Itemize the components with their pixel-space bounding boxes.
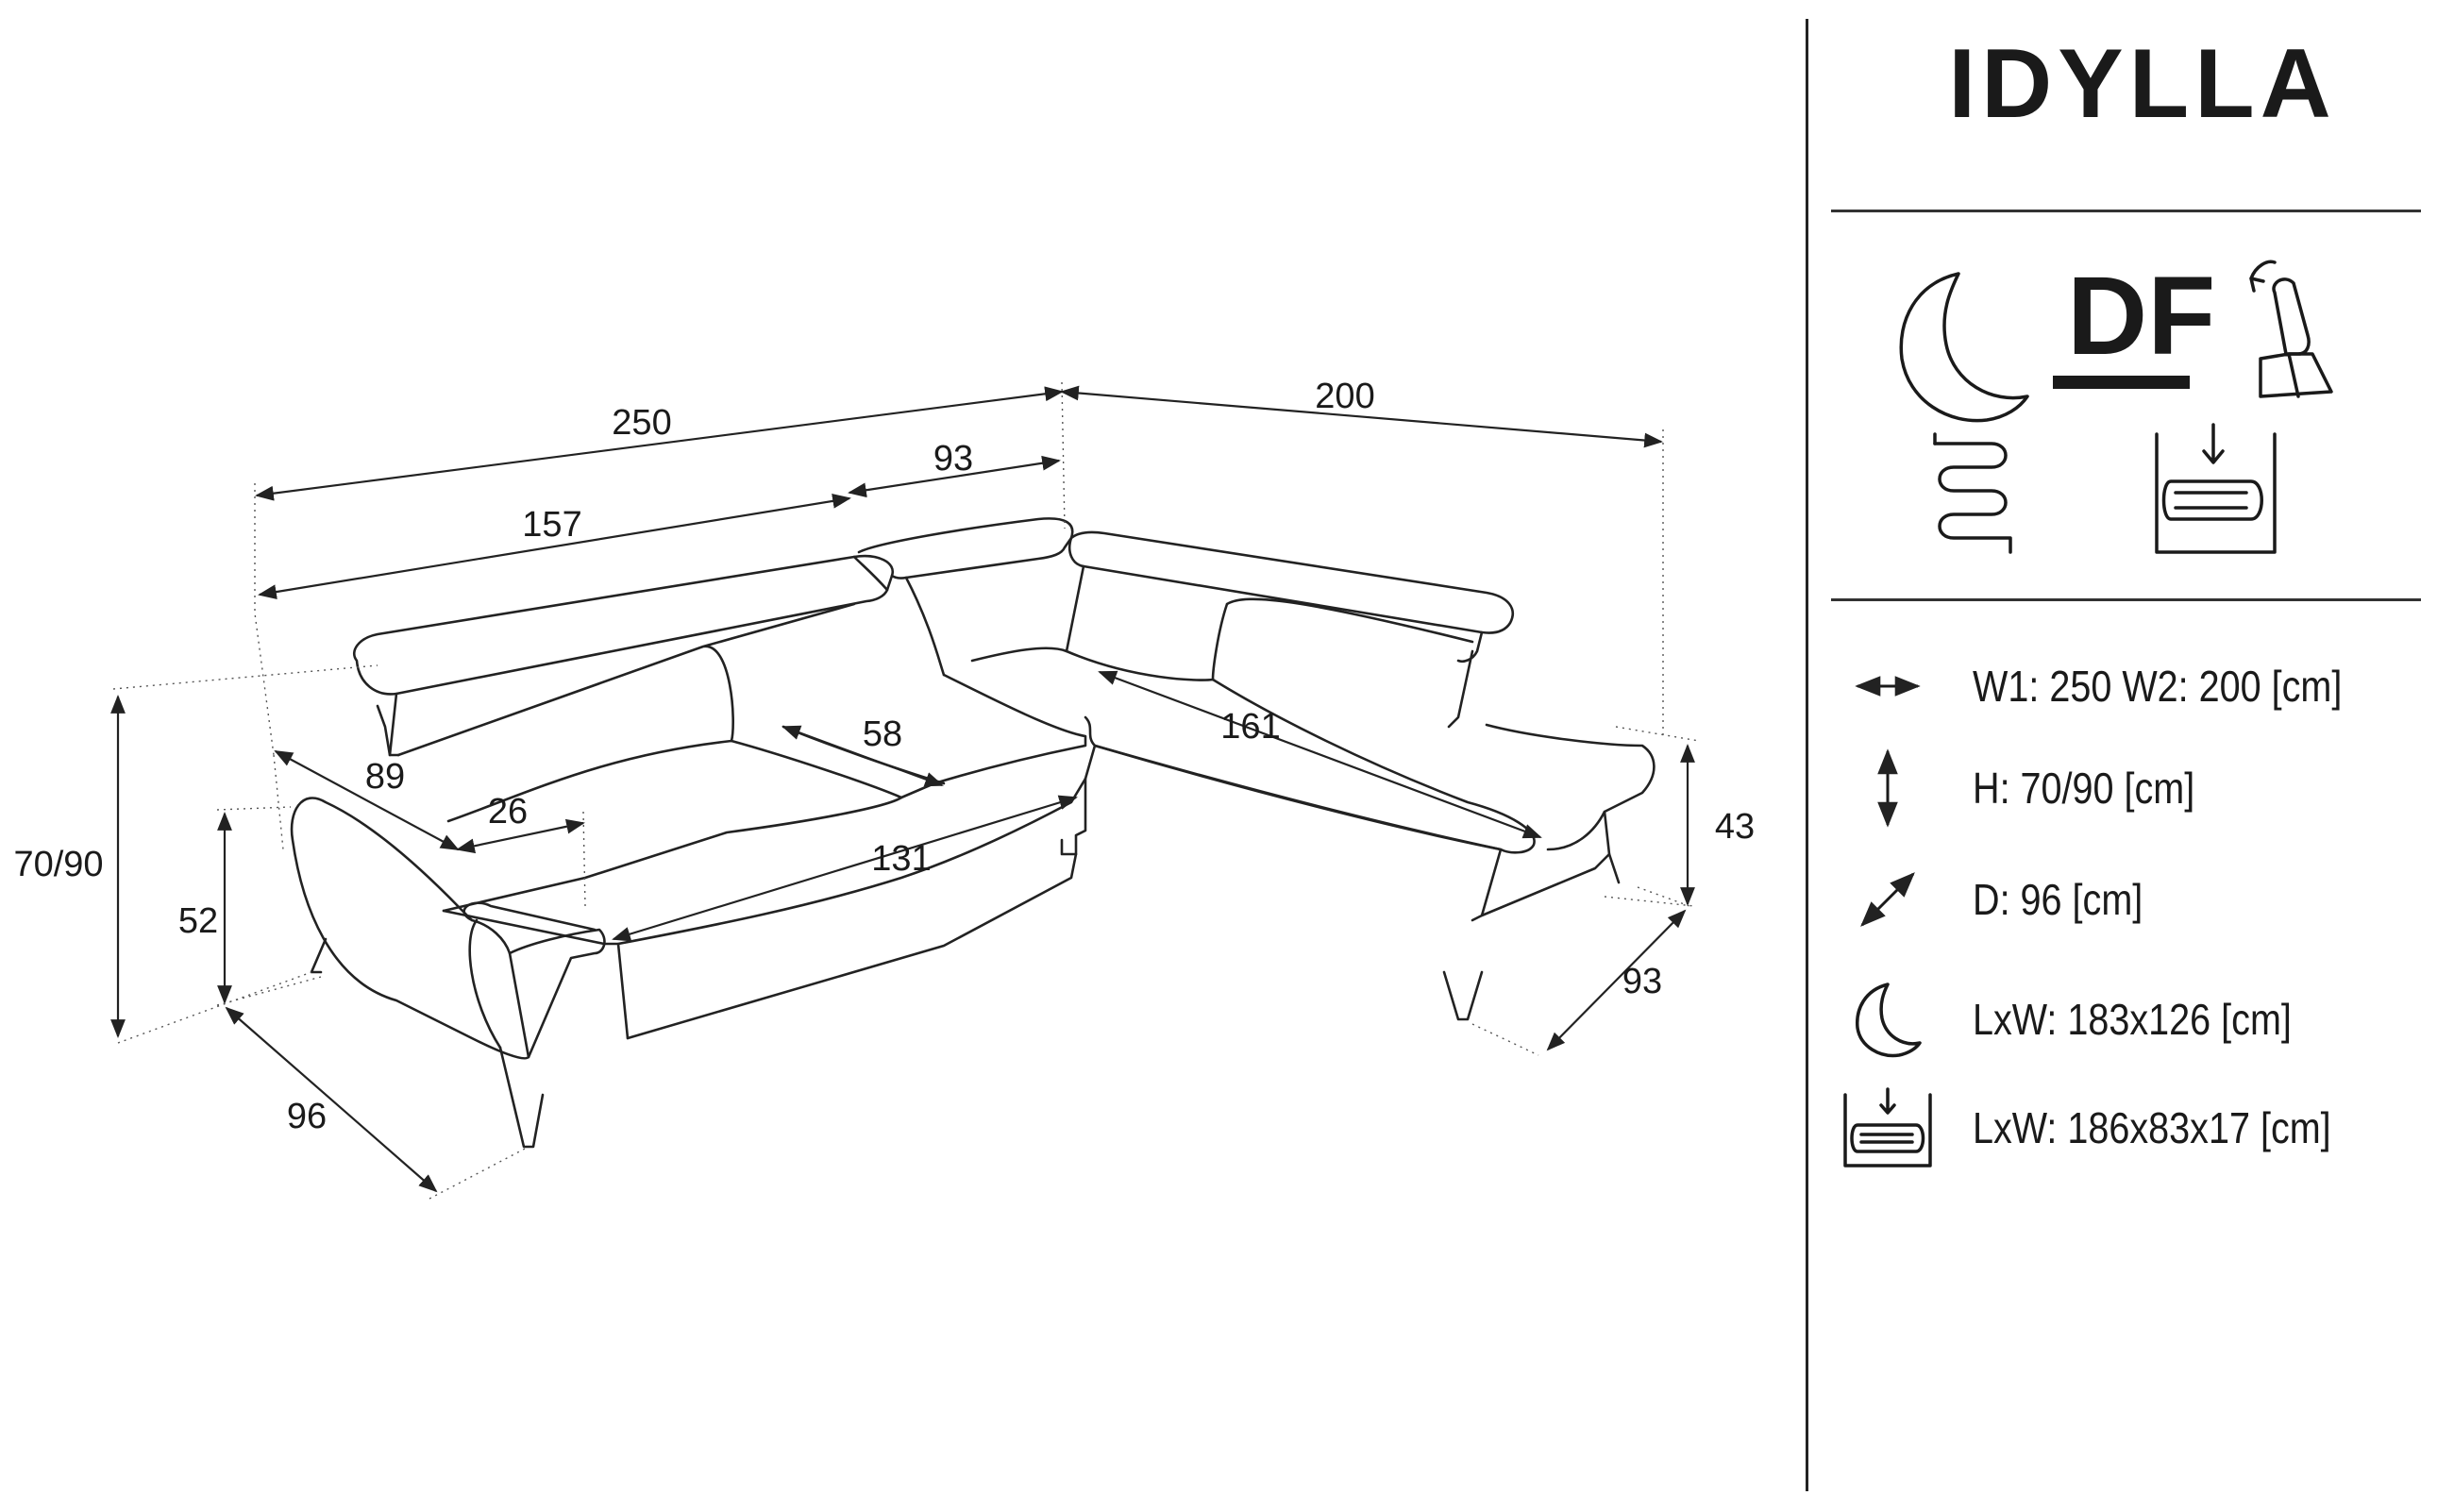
spec-height-text: H: 70/90 [cm] [1973, 764, 2195, 813]
dimension-labels: 250 200 157 93 58 161 89 26 131 70/90 52… [13, 377, 1755, 1136]
spec-row-depth: D: 96 [cm] [1840, 857, 2445, 942]
df-label: DF [2067, 254, 2215, 378]
left-headrest [352, 554, 895, 696]
height-arrow-icon [1840, 746, 1935, 831]
dimension-lines [110, 381, 1700, 1200]
middle-headrest [857, 517, 1074, 580]
sofa-dimension-drawing: 250 200 157 93 58 161 89 26 131 70/90 52… [13, 377, 1755, 1200]
adjustable-headrest-icon [2249, 260, 2333, 398]
dim-seat-front: 131 [871, 839, 931, 879]
front-left-leg [498, 1046, 545, 1149]
dim-seat-height: 43 [1715, 807, 1755, 847]
dim-arm-depth: 89 [365, 757, 405, 797]
storage-icon [1840, 1085, 1935, 1170]
sofa-front [442, 744, 1097, 946]
sleep-function-moon-icon [1899, 272, 2029, 423]
middle-divider [1831, 598, 2421, 601]
left-arm [290, 797, 530, 1060]
moon-icon [1840, 977, 1935, 1062]
spring-seat-icon [1933, 432, 2012, 554]
back-right-leg [1607, 852, 1621, 884]
spec-storage-text: LxW: 186x83x17 [cm] [1973, 1103, 2331, 1152]
spec-width-text: W1: 250 W2: 200 [cm] [1973, 662, 2343, 711]
back-left-leg [310, 937, 328, 974]
dim-arm-width: 26 [488, 792, 528, 832]
feature-icons: DF [1878, 245, 2407, 566]
dim-depth: 96 [287, 1097, 327, 1136]
seat-chaise [970, 647, 1536, 854]
dim-total-left: 250 [612, 403, 671, 443]
sofa-outline [290, 517, 1656, 1149]
spec-depth-text: D: 96 [cm] [1973, 875, 2143, 924]
dim-left-seat: 157 [522, 505, 581, 545]
width-arrow-icon [1840, 644, 1935, 729]
depth-arrow-icon [1840, 857, 1935, 942]
dim-total-right: 200 [1315, 377, 1374, 416]
spec-row-height: H: 70/90 [cm] [1840, 746, 2445, 831]
dim-height: 70/90 [13, 845, 103, 884]
spec-row-width: W1: 250 W2: 200 [cm] [1840, 644, 2445, 729]
seat-middle [899, 673, 1087, 799]
front-right-leg [1442, 970, 1484, 1021]
right-headrest [1067, 530, 1514, 634]
dim-corner: 93 [933, 439, 973, 479]
dim-arm-height: 52 [178, 901, 218, 941]
product-title: IDYLLA [1948, 29, 2337, 139]
spec-sleep-text: LxW: 183x126 [cm] [1973, 995, 2292, 1044]
spec-row-sleep: LxW: 183x126 [cm] [1840, 977, 2445, 1062]
dim-seat-depth: 58 [863, 714, 902, 754]
top-divider [1831, 210, 2421, 212]
spec-row-storage: LxW: 186x83x17 [cm] [1840, 1085, 2445, 1170]
panel-divider [1806, 19, 1808, 1491]
dim-chaise-length: 161 [1220, 707, 1280, 747]
storage-container-icon [2155, 423, 2277, 554]
df-icon: DF [2053, 254, 2215, 389]
dim-chaise-depth: 93 [1622, 962, 1662, 1001]
